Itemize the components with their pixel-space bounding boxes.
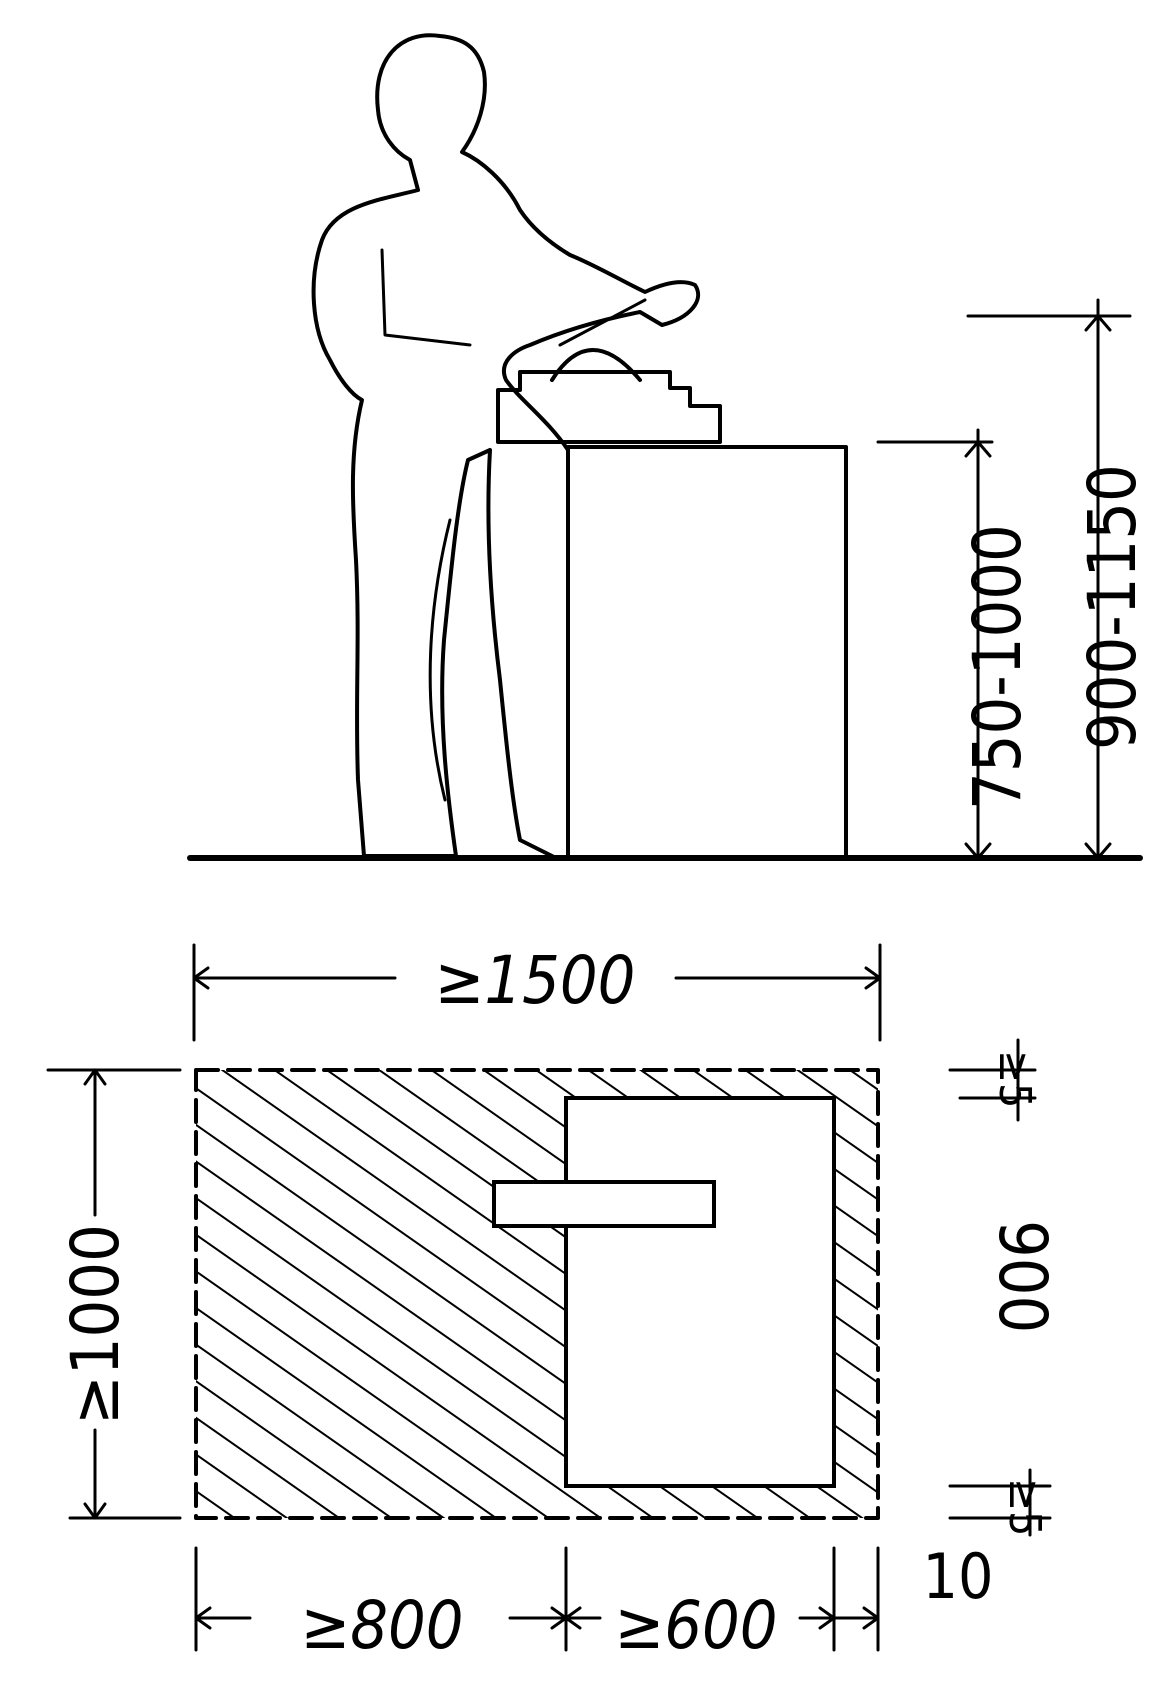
arrow-right-icon xyxy=(862,1606,880,1630)
total-width-label: ≥1500 xyxy=(435,942,636,1019)
arrow-left-icon xyxy=(192,966,210,990)
counter-cabinet xyxy=(566,445,848,859)
person-figure xyxy=(311,33,701,860)
arrow-down-icon xyxy=(1084,842,1112,860)
bottom-gap-label: ≥5 xyxy=(999,1478,1050,1536)
counter-height-label: 750-1000 xyxy=(959,524,1036,810)
person-arm-line xyxy=(380,248,472,347)
person-zone-label: ≥800 xyxy=(300,1587,463,1664)
arrow-down-icon xyxy=(964,842,992,860)
arrow-up-icon xyxy=(964,440,992,458)
counter-width-label: ≥600 xyxy=(614,1587,777,1664)
counter-depth-label: 900 xyxy=(984,1220,1061,1333)
arrow-left-icon xyxy=(564,1606,582,1630)
work-piece xyxy=(550,348,642,382)
arrow-right-icon xyxy=(818,1606,836,1630)
hand-tool xyxy=(558,298,647,347)
arrow-up-icon xyxy=(1084,314,1112,332)
work-height-label: 900-1150 xyxy=(1074,464,1151,750)
total-depth-label: ≥1000 xyxy=(57,1224,134,1425)
floor-zone-boundary xyxy=(194,1068,880,1520)
elevation-view: 750-1000 900-1150 xyxy=(187,33,1151,861)
arrow-down-icon xyxy=(83,1502,107,1520)
person-leg-line xyxy=(428,518,452,802)
arrow-left-icon xyxy=(194,1606,212,1630)
arrow-right-icon xyxy=(864,966,882,990)
arrow-up-icon xyxy=(83,1068,107,1086)
counter-footprint xyxy=(564,1096,836,1488)
top-gap-label: ≥5 xyxy=(989,1050,1040,1108)
work-top-projection xyxy=(492,1180,716,1228)
side-gap-label: 10 xyxy=(923,1540,994,1613)
plan-view: ≥1500 ≥1000 ≥800 ≥600 10 ≥5 ≥5 xyxy=(46,942,1061,1664)
